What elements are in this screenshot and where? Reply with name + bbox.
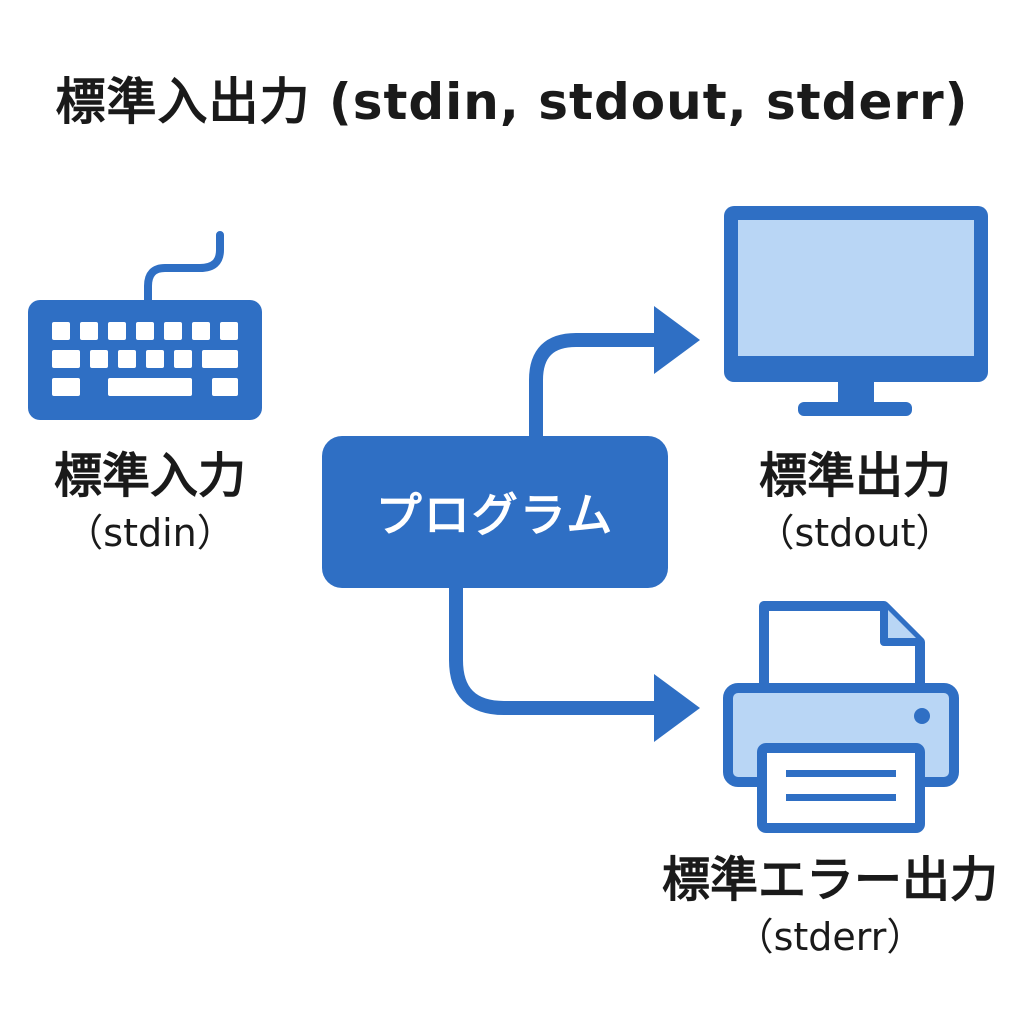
monitor-icon: [724, 206, 988, 416]
stdout-title: 標準出力: [758, 448, 951, 504]
stdin-subtitle: （stdin）: [65, 511, 235, 555]
diagram-title: 標準入出力 (stdin, stdout, stderr): [55, 73, 969, 131]
stdout-label: 標準出力 （stdout）: [700, 446, 1010, 560]
arrow-to-stdout: [529, 306, 700, 436]
arrow-to-stderr: [449, 588, 700, 742]
stdin-title: 標準入力: [53, 448, 246, 504]
program-label: プログラム: [375, 488, 615, 542]
stdin-label: 標準入力 （stdin）: [20, 446, 280, 560]
stdout-subtitle: （stdout）: [756, 511, 954, 555]
stderr-subtitle: （stderr）: [735, 915, 925, 959]
program-box: プログラム: [322, 436, 668, 588]
printer-icon: [723, 601, 959, 833]
stderr-label: 標準エラー出力 （stderr）: [640, 850, 1020, 964]
keyboard-icon: [28, 231, 262, 420]
stderr-title: 標準エラー出力: [661, 852, 998, 908]
